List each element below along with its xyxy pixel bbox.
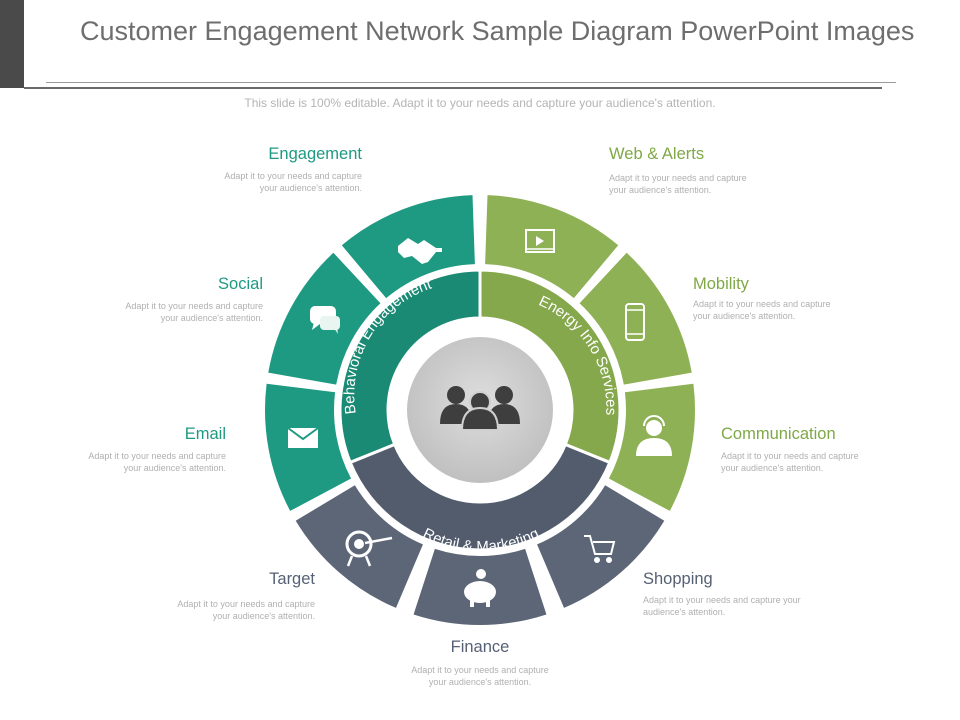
desc-engagement: Adapt it to your needs and capture your … [224, 171, 362, 193]
label-social: Social [218, 275, 263, 293]
desc-communication: Adapt it to your needs and capture your … [721, 451, 859, 473]
desc-email: Adapt it to your needs and capture your … [88, 451, 226, 473]
desc-web-alerts: Adapt it to your needs and capture your … [609, 173, 747, 195]
segment-mobility [579, 252, 692, 385]
target-dollar-icon [345, 530, 393, 567]
label-communication: Communication [721, 425, 836, 443]
slide-subtitle: This slide is 100% editable. Adapt it to… [244, 96, 716, 110]
title-underline [24, 87, 882, 89]
label-shopping: Shopping [643, 570, 713, 588]
title-accent-bar [0, 0, 24, 88]
desc-target: Adapt it to your needs and capture your … [177, 599, 315, 621]
desc-finance: Adapt it to your needs and capture your … [411, 665, 549, 687]
outer-segments [265, 195, 695, 626]
slide-title: Customer Engagement Network Sample Diagr… [80, 16, 915, 46]
desc-social: Adapt it to your needs and capture your … [125, 301, 263, 323]
inner-rings [338, 268, 622, 552]
label-finance: Finance [450, 638, 510, 656]
chat-bubbles-icon [310, 306, 340, 334]
label-web-alerts: Web & Alerts [609, 145, 705, 163]
label-target: Target [269, 570, 315, 588]
shopping-cart-icon [584, 535, 616, 563]
piggy-bank-icon [464, 569, 496, 607]
people-group-icon [440, 386, 520, 431]
label-engagement: Engagement [268, 145, 362, 163]
video-player-icon [525, 229, 555, 253]
label-mobility: Mobility [693, 275, 749, 293]
ring-behavioral-engagement [338, 268, 482, 465]
ring-energy-info-services [478, 268, 622, 465]
smartphone-icon [625, 303, 645, 341]
title-divider [46, 82, 896, 83]
handshake-icon [398, 238, 442, 264]
ring-retail-marketing [348, 442, 612, 552]
headset-agent-icon [636, 415, 672, 456]
desc-shopping: Adapt it to your needs and capture your … [643, 595, 801, 617]
envelope-icon [287, 427, 319, 448]
desc-mobility: Adapt it to your needs and capture your … [693, 299, 831, 321]
segment-web-alerts [485, 195, 619, 299]
segment-shopping [537, 485, 665, 608]
label-email: Email [184, 425, 226, 443]
